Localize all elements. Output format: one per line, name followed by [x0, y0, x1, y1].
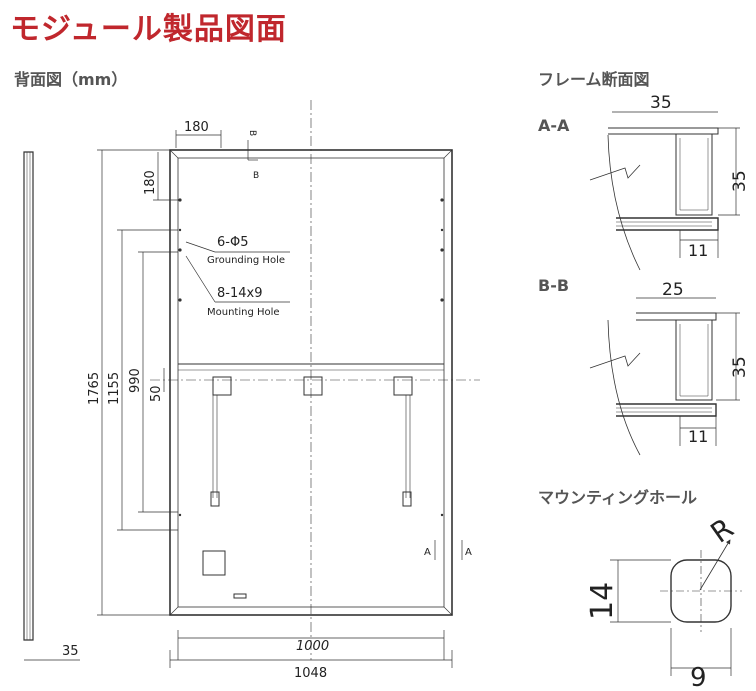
- slot-shape: [610, 539, 742, 676]
- grounding-hole-sub: Grounding Hole: [207, 255, 285, 266]
- slot-radius: R: [705, 511, 740, 549]
- slot-width: 9: [690, 663, 707, 691]
- back-view-heading: 背面図（mm）: [14, 70, 128, 89]
- section-bb-label: B-B: [538, 276, 570, 295]
- section-aa-label: A-A: [538, 116, 570, 135]
- bb-height: 35: [730, 356, 750, 378]
- page-title: モジュール製品図面: [10, 12, 287, 47]
- marker-a-left: A: [424, 547, 431, 558]
- marker-a-right: A: [465, 547, 472, 558]
- dim-990: 990: [128, 368, 143, 393]
- dim-35-side: 35: [62, 644, 79, 659]
- bb-width: 25: [662, 280, 684, 300]
- mounting-hole-label: 8-14x9: [217, 286, 262, 301]
- frame-section-heading: フレーム断面図: [538, 70, 650, 89]
- dimension-lines: [97, 130, 463, 668]
- holes: [178, 198, 444, 517]
- dim-1155: 1155: [107, 372, 122, 405]
- center-lines: [150, 100, 480, 660]
- aa-lip: 11: [688, 241, 708, 260]
- slot-height: 14: [585, 582, 620, 620]
- dim-180-side: 180: [143, 170, 158, 195]
- marker-b-top: B: [247, 130, 257, 136]
- mounting-hole-heading: マウンティングホール: [538, 488, 698, 507]
- aa-height: 35: [730, 170, 750, 192]
- dim-50: 50: [149, 385, 164, 402]
- section-aa-profile: [589, 111, 740, 271]
- dim-1765: 1765: [87, 372, 102, 405]
- aa-width: 35: [650, 93, 672, 113]
- junction-boxes: [202, 376, 413, 599]
- marker-b-bottom: B: [253, 171, 259, 181]
- grounding-hole-label: 6-Φ5: [217, 235, 248, 250]
- side-profile: [23, 151, 80, 661]
- dim-1000: 1000: [296, 639, 329, 654]
- dim-180-top: 180: [184, 120, 209, 135]
- dim-1048: 1048: [294, 666, 327, 681]
- mounting-hole-sub: Mounting Hole: [207, 307, 280, 318]
- section-bb-profile: [589, 297, 740, 456]
- bb-lip: 11: [688, 427, 708, 446]
